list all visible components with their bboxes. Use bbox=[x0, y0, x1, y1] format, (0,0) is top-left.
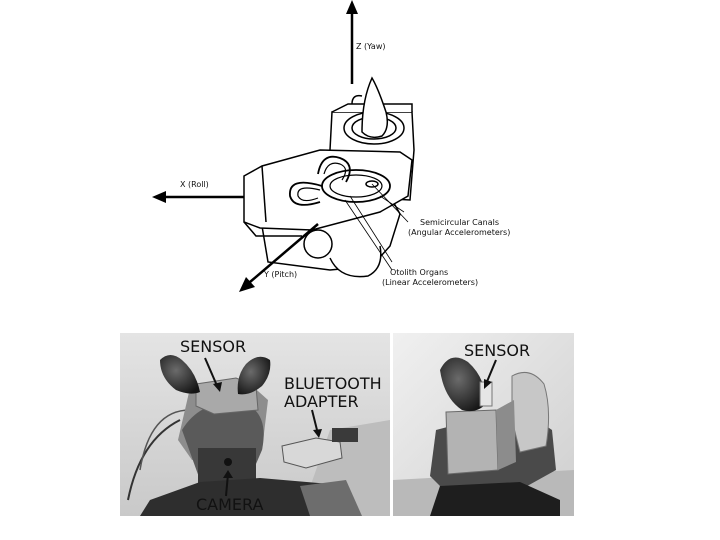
otolith-organs-label: Otolith Organs bbox=[390, 268, 449, 277]
bluetooth-adapter-shape bbox=[281, 437, 343, 469]
adapter-label: ADAPTER bbox=[284, 392, 359, 411]
semicircular-canals-label: Semicircular Canals bbox=[420, 218, 500, 227]
axis-arrows bbox=[152, 0, 358, 292]
linear-accelerometers-label: (Linear Accelerometers) bbox=[382, 278, 479, 287]
bluetooth-label: BLUETOOTH bbox=[284, 374, 382, 393]
camera-label: CAMERA bbox=[196, 495, 264, 514]
y-axis-line bbox=[249, 223, 319, 283]
robot-chin bbox=[329, 245, 382, 278]
canal-posterior bbox=[289, 181, 323, 206]
y-pitch-label: Y (Pitch) bbox=[264, 270, 298, 279]
canal-anterior bbox=[317, 155, 351, 183]
right-sensor-label: SENSOR bbox=[464, 341, 531, 360]
head-shell bbox=[243, 149, 413, 231]
photo-right bbox=[393, 333, 574, 516]
x-roll-label: X (Roll) bbox=[180, 180, 209, 189]
left-sensor-label: SENSOR bbox=[180, 337, 247, 356]
callout-lines bbox=[344, 183, 409, 271]
y-axis-arrowhead bbox=[239, 277, 255, 292]
angular-accelerometers-label: (Angular Accelerometers) bbox=[408, 228, 511, 237]
z-yaw-label: Z (Yaw) bbox=[356, 42, 386, 51]
z-axis-arrowhead bbox=[346, 0, 358, 14]
x-axis-arrowhead bbox=[152, 191, 166, 203]
ear-horn bbox=[361, 76, 389, 139]
photo-left bbox=[120, 333, 390, 516]
robot-head-diagram bbox=[243, 76, 415, 278]
pitch-joint bbox=[303, 229, 333, 259]
